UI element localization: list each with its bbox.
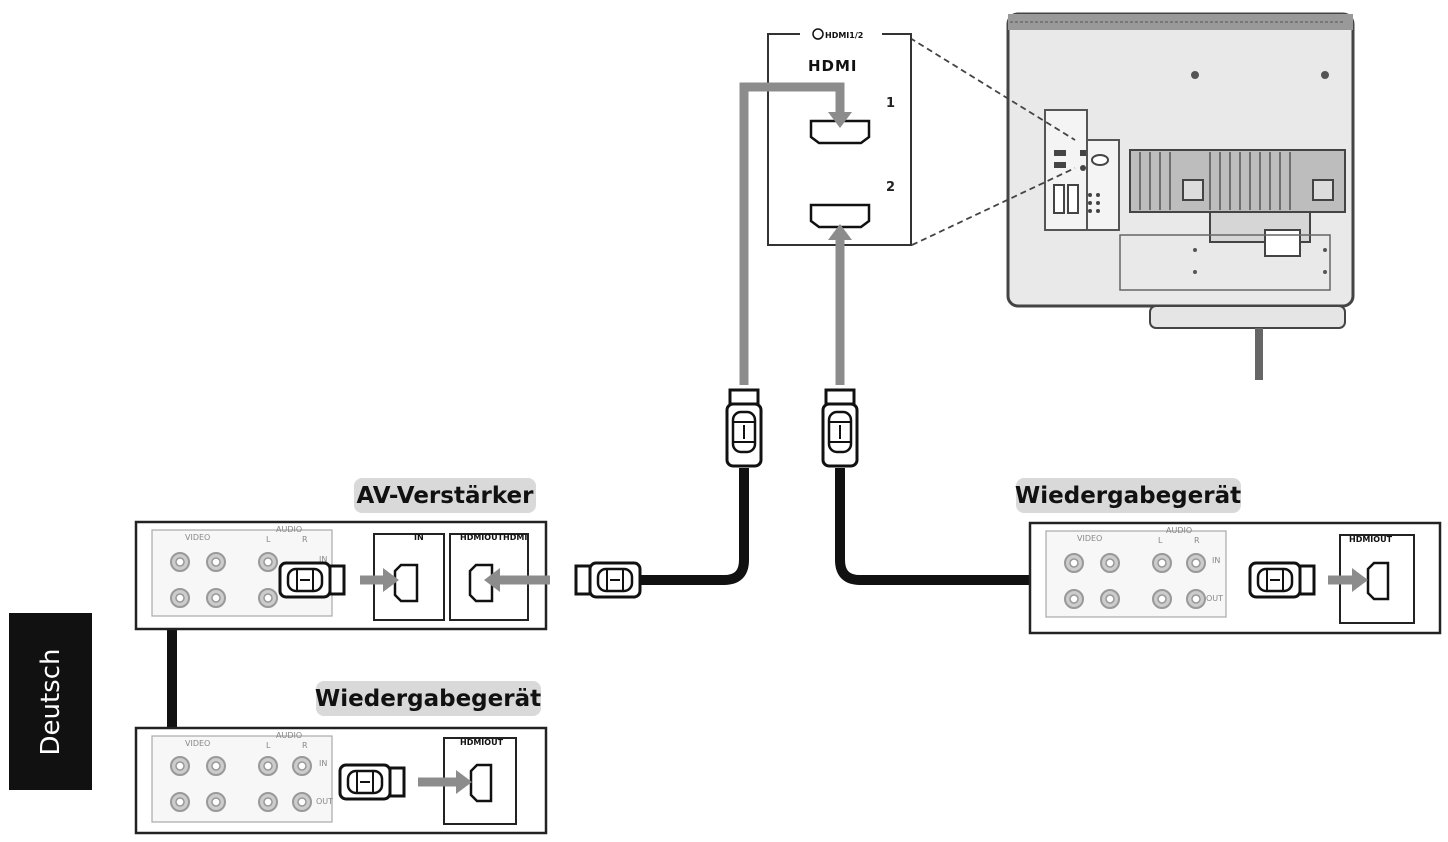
av-receiver-label: AV-Verstärker <box>357 483 535 509</box>
hdmi-port-2-label: 2 <box>886 180 895 195</box>
hdmi-plug-player-bottom <box>338 763 406 801</box>
player-bottom-hdmi-out-port <box>469 763 493 803</box>
hdmi-plug-av-out <box>574 561 642 599</box>
hdmi-panel-title: HDMI1/2 <box>825 31 863 40</box>
av-hdmi-in-port <box>393 563 419 603</box>
video-label: VIDEO <box>185 739 210 748</box>
cable-tv-to-av <box>640 468 749 585</box>
arrow-down-icon <box>828 112 852 128</box>
tv-hdmi-panel: HDMI1/2 HDMI 1 2 <box>767 26 912 246</box>
audio-label: AUDIO <box>1166 526 1192 535</box>
cable-tv-to-player-right <box>835 468 1250 585</box>
av-hdmi-out-port <box>468 563 494 603</box>
arrow-right-icon <box>383 568 399 592</box>
hdmi-port-1-label: 1 <box>886 96 895 111</box>
audio-in-label: IN <box>319 555 327 564</box>
hdmi-out-label: HDMIOUT <box>460 738 504 747</box>
video-label: VIDEO <box>1077 534 1102 543</box>
language-label: Deutsch <box>35 647 66 756</box>
player-right-label: Wiedergabegerät <box>1015 483 1241 509</box>
audio-l-label: L <box>266 741 271 750</box>
audio-r-label: R <box>302 741 308 750</box>
label-bg-av <box>354 478 536 513</box>
arrow-left-icon <box>484 568 500 592</box>
audio-in-label: IN <box>319 759 327 768</box>
player-right-hdmi-out-port <box>1366 561 1390 601</box>
player-right-device: VIDEO AUDIO L R IN OUT HDMIOUT <box>1028 521 1442 635</box>
hdmi-plug-player-right <box>1248 561 1316 599</box>
audio-out-label: OUT <box>316 797 333 806</box>
language-side-tab: Deutsch <box>9 613 92 790</box>
arrow-up-icon <box>828 224 852 240</box>
zoom-line-top <box>909 37 1076 141</box>
hdmi-port-icon <box>812 28 824 40</box>
hdmi-out-thru-label: HDMIOUTHDMI <box>460 533 527 542</box>
video-label: VIDEO <box>185 533 210 542</box>
audio-l-label: L <box>266 535 271 544</box>
hdmi-port-1 <box>809 119 871 145</box>
hdmi-plug-av-in <box>278 561 346 599</box>
arrow-right-icon <box>456 770 472 794</box>
audio-r-label: R <box>302 535 308 544</box>
audio-r-label: R <box>1194 536 1200 545</box>
hdmi-in-label: IN <box>414 533 424 542</box>
arrow-right-icon <box>1352 568 1368 592</box>
audio-l-label: L <box>1158 536 1163 545</box>
label-bg-player-bottom <box>316 681 541 716</box>
player-bottom-label: Wiedergabegerät <box>315 686 541 712</box>
hdmi-out-label: HDMIOUT <box>1349 535 1393 544</box>
hdmi-port-2 <box>809 203 871 229</box>
audio-label: AUDIO <box>276 525 302 534</box>
tv-back-illustration <box>1006 12 1355 380</box>
hdmi-plug-av-to-tv <box>725 388 763 468</box>
label-bg-player-right <box>1016 478 1241 513</box>
audio-out-label: OUT <box>1206 594 1223 603</box>
audio-in-label: IN <box>1212 556 1220 565</box>
hdmi-plug-player-to-tv <box>821 388 859 468</box>
hdmi-logo: HDMI <box>808 57 858 75</box>
audio-label: AUDIO <box>276 731 302 740</box>
insert-line-port-1 <box>739 82 845 385</box>
zoom-line-bottom <box>911 167 1076 246</box>
